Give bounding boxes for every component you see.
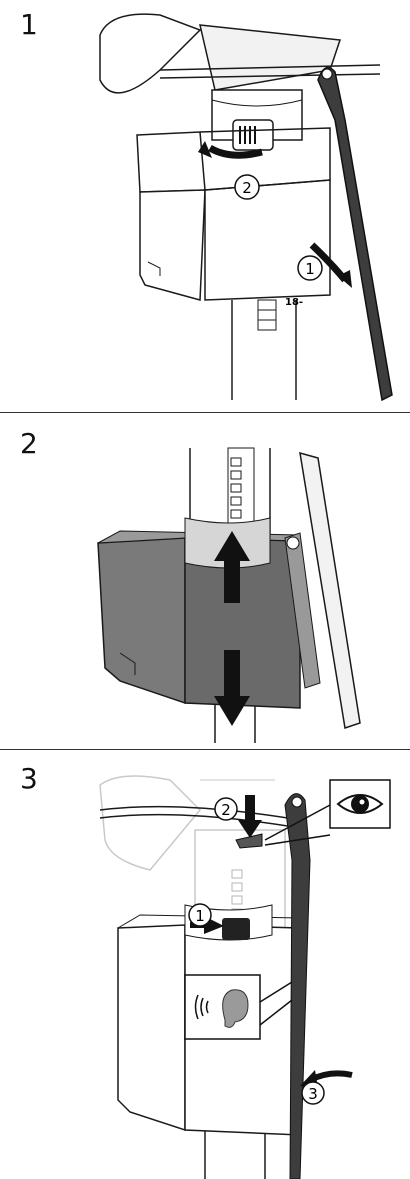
callout-2: 2 — [242, 179, 252, 197]
step-number: 2 — [20, 427, 38, 460]
step-number: 1 — [20, 8, 38, 41]
step-1-illustration: 2 1 18- — [99, 13, 393, 402]
divider — [0, 412, 410, 413]
eye-icon — [336, 794, 384, 814]
step-1-panel: 1 — [0, 0, 410, 412]
ruler-base-mark: 18- — [285, 297, 303, 308]
callout-2: 2 — [221, 801, 231, 819]
step-2-panel: 2 — [0, 413, 410, 748]
ear-sound-icon — [194, 989, 249, 1028]
step-number: 3 — [20, 762, 38, 795]
step-2-illustration — [97, 447, 361, 743]
callout-1: 1 — [305, 260, 315, 278]
callout-1: 1 — [195, 907, 205, 925]
callout-3: 3 — [308, 1085, 318, 1103]
divider — [0, 749, 410, 750]
step-3-panel: 3 — [0, 750, 410, 1179]
step-3-illustration: 1 2 3 — [99, 775, 391, 1179]
